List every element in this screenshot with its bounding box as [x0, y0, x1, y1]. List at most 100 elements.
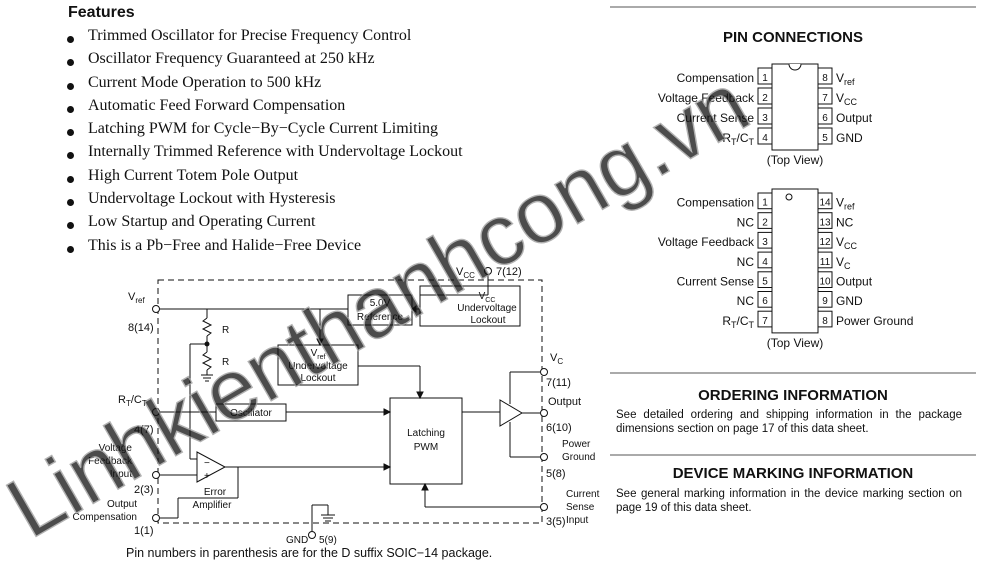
pwm-block	[389, 397, 463, 485]
feature-item: Undervoltage Lockout with Hysteresis	[62, 190, 463, 213]
pin-number: 6	[762, 296, 768, 307]
pin-box	[757, 127, 773, 145]
pin-box	[817, 127, 833, 145]
error-amp-line2: Amplifier	[193, 500, 233, 511]
pin-vcc	[484, 267, 492, 275]
vref-uvlo-block	[277, 344, 359, 386]
features-list: Trimmed Oscillator for Precise Frequency…	[62, 27, 463, 260]
output-label: Output	[548, 396, 581, 408]
pin-box	[817, 231, 833, 249]
bullet-icon	[67, 175, 74, 183]
cs-line2: Sense	[566, 502, 595, 513]
bullet-icon	[67, 105, 74, 113]
pin-number: 2	[762, 217, 768, 228]
pin-number: 9	[822, 296, 828, 307]
cs-pin-number: 3(5)	[546, 516, 566, 528]
ic-body	[771, 188, 819, 334]
pin-box	[817, 87, 833, 105]
pin-number: 14	[819, 198, 831, 209]
pin-label: Current Sense	[677, 275, 755, 289]
amp-plus: +	[204, 471, 210, 482]
vref-label: Vref	[128, 291, 145, 305]
pin-current-sense	[540, 503, 548, 511]
pwm-line1: Latching	[407, 428, 445, 439]
vc-label: VC	[550, 352, 563, 366]
output-driver	[499, 399, 523, 427]
bullet-icon	[67, 222, 74, 230]
pin-vc	[540, 368, 548, 376]
pin-label: Compensation	[677, 71, 754, 85]
pin-label: Voltage Feedback	[658, 91, 755, 105]
pin-box	[757, 212, 773, 229]
feature-item: Low Startup and Operating Current	[62, 213, 463, 236]
pin-number: 2	[762, 93, 768, 104]
block-diagram	[152, 267, 548, 539]
feature-text: Current Mode Operation to 500 kHz	[88, 73, 322, 91]
pin-number: 7	[822, 93, 828, 104]
cs-line3: Input	[566, 515, 588, 526]
pin-number: 7	[762, 316, 768, 327]
cs-line1: Current	[566, 489, 600, 500]
pin-box	[757, 271, 773, 288]
marking-title: DEVICE MARKING INFORMATION	[672, 465, 914, 482]
pin-power-ground	[540, 453, 548, 461]
pin-label: NC	[836, 215, 854, 229]
pin1-marker	[785, 193, 793, 201]
reference-line2: Reference	[357, 312, 404, 323]
feature-text: Internally Trimmed Reference with Underv…	[88, 143, 463, 161]
pin-box	[757, 192, 773, 210]
resistor-label-2: R	[222, 357, 229, 368]
pin-label: Compensation	[677, 196, 754, 210]
pin-number: 3	[762, 113, 768, 124]
pin-box	[757, 67, 773, 85]
feature-item: Automatic Feed Forward Compensation	[62, 97, 463, 120]
feature-text: Latching PWM for Cycle−By−Cycle Current …	[88, 120, 438, 138]
bullet-icon	[67, 59, 74, 67]
output-pin-number: 6(10)	[546, 422, 572, 434]
pin-box	[817, 107, 833, 125]
gnd-pin-number: 5(9)	[319, 535, 337, 546]
vcc-pin-number: 7(12)	[496, 266, 522, 278]
amp-minus: −	[204, 458, 210, 469]
ic-notch	[788, 63, 802, 71]
feature-text: Undervoltage Lockout with Hysteresis	[88, 190, 336, 208]
divider	[610, 6, 976, 8]
vcc-uvlo-block	[419, 285, 521, 327]
features-title: Features	[68, 4, 135, 21]
pin-box	[817, 291, 833, 308]
feature-text: High Current Totem Pole Output	[88, 166, 299, 184]
pin-gnd	[308, 531, 316, 539]
feature-item: Latching PWM for Cycle−By−Cycle Current …	[62, 120, 463, 143]
power-ground-line2: Ground	[562, 452, 595, 463]
pin-box	[757, 87, 773, 105]
error-amp-line1: Error	[204, 487, 227, 498]
pin-box	[757, 310, 773, 328]
pin-box	[817, 192, 833, 210]
pin-box	[817, 67, 833, 85]
reference-line1: 5.0V	[370, 298, 391, 309]
feature-item: High Current Totem Pole Output	[62, 167, 463, 190]
reference-block	[347, 294, 413, 326]
pin-box	[817, 271, 833, 288]
pin-box	[817, 251, 833, 269]
pin-label: GND	[836, 294, 863, 308]
pin-box	[817, 212, 833, 229]
divider	[610, 372, 976, 374]
feature-item: Trimmed Oscillator for Precise Frequency…	[62, 27, 463, 50]
pin-number: 1	[762, 73, 768, 84]
ordering-text: See detailed ordering and shipping infor…	[616, 409, 962, 435]
pin-box	[757, 107, 773, 125]
ic-body	[771, 63, 819, 151]
comp-line1: Output	[107, 499, 137, 510]
vcc-label: VCC	[456, 266, 475, 280]
pin-number: 1	[762, 198, 768, 209]
pin-output	[540, 409, 548, 417]
pin-number: 11	[820, 257, 831, 268]
pin-label: VC	[836, 255, 851, 271]
pin-number: 6	[822, 113, 828, 124]
pin-box	[757, 231, 773, 249]
rtct-label: RT/CT	[118, 394, 147, 408]
gnd-label: GND	[286, 535, 308, 546]
vfb-line2: Feedback	[88, 456, 133, 467]
pin-number: 4	[762, 257, 768, 268]
